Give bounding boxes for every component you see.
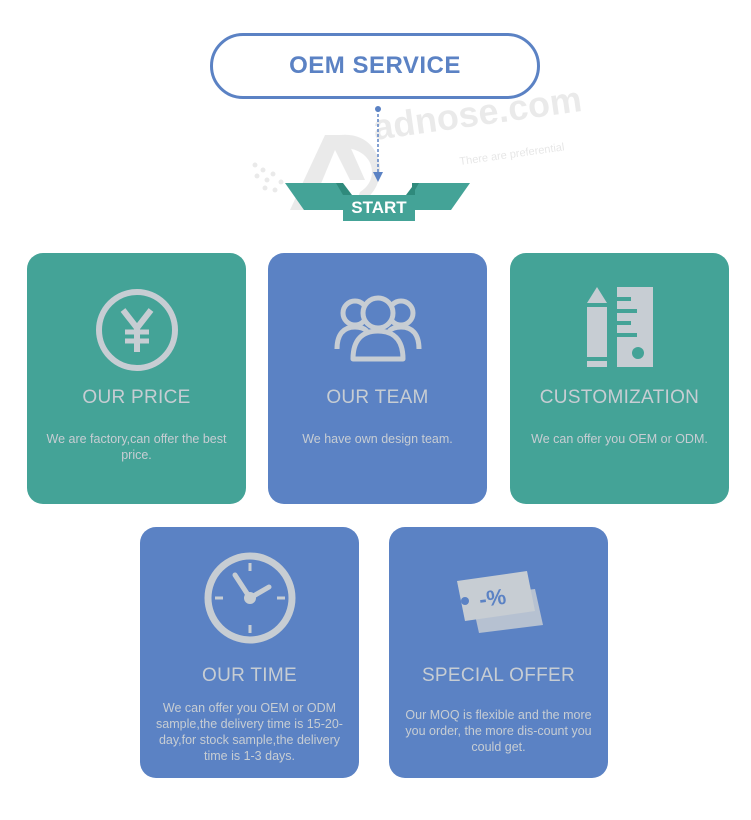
- card-description: Our MOQ is flexible and the more you ord…: [405, 708, 592, 754]
- clock-icon: [140, 551, 359, 645]
- page-title: OEM SERVICE: [289, 52, 461, 79]
- card-title: CUSTOMIZATION: [539, 387, 700, 408]
- card-description: We are factory,can offer the best price.: [46, 432, 227, 462]
- start-label: START: [351, 198, 407, 217]
- oem-service-header: OEM SERVICE: [210, 33, 540, 99]
- svg-text:-%: -%: [477, 584, 507, 612]
- card-our-team: OUR TEAM We have own design team.: [268, 253, 487, 504]
- yen-coin-icon: [27, 288, 246, 372]
- start-ribbon: [285, 183, 470, 221]
- card-title: SPECIAL OFFER: [421, 665, 576, 686]
- card-description: We can offer you OEM or ODM sample,the d…: [156, 701, 343, 763]
- pencil-ruler-icon: [510, 285, 729, 369]
- team-people-icon: [268, 291, 487, 363]
- card-our-time: OUR TIME We can offer you OEM or ODM sam…: [140, 527, 359, 778]
- card-title: OUR TIME: [202, 665, 297, 686]
- card-customization: CUSTOMIZATION We can offer you OEM or OD…: [510, 253, 729, 504]
- card-description: We can offer you OEM or ODM.: [531, 432, 708, 446]
- card-special-offer: -% SPECIAL OFFER Our MOQ is flexible and…: [389, 527, 608, 778]
- discount-tag-icon: -%: [389, 567, 608, 637]
- card-our-price: OUR PRICE We are factory,can offer the b…: [27, 253, 246, 504]
- card-description: We have own design team.: [302, 432, 453, 446]
- card-title: OUR TEAM: [326, 387, 429, 408]
- card-title: OUR PRICE: [82, 387, 191, 408]
- flow-connector: [373, 106, 383, 182]
